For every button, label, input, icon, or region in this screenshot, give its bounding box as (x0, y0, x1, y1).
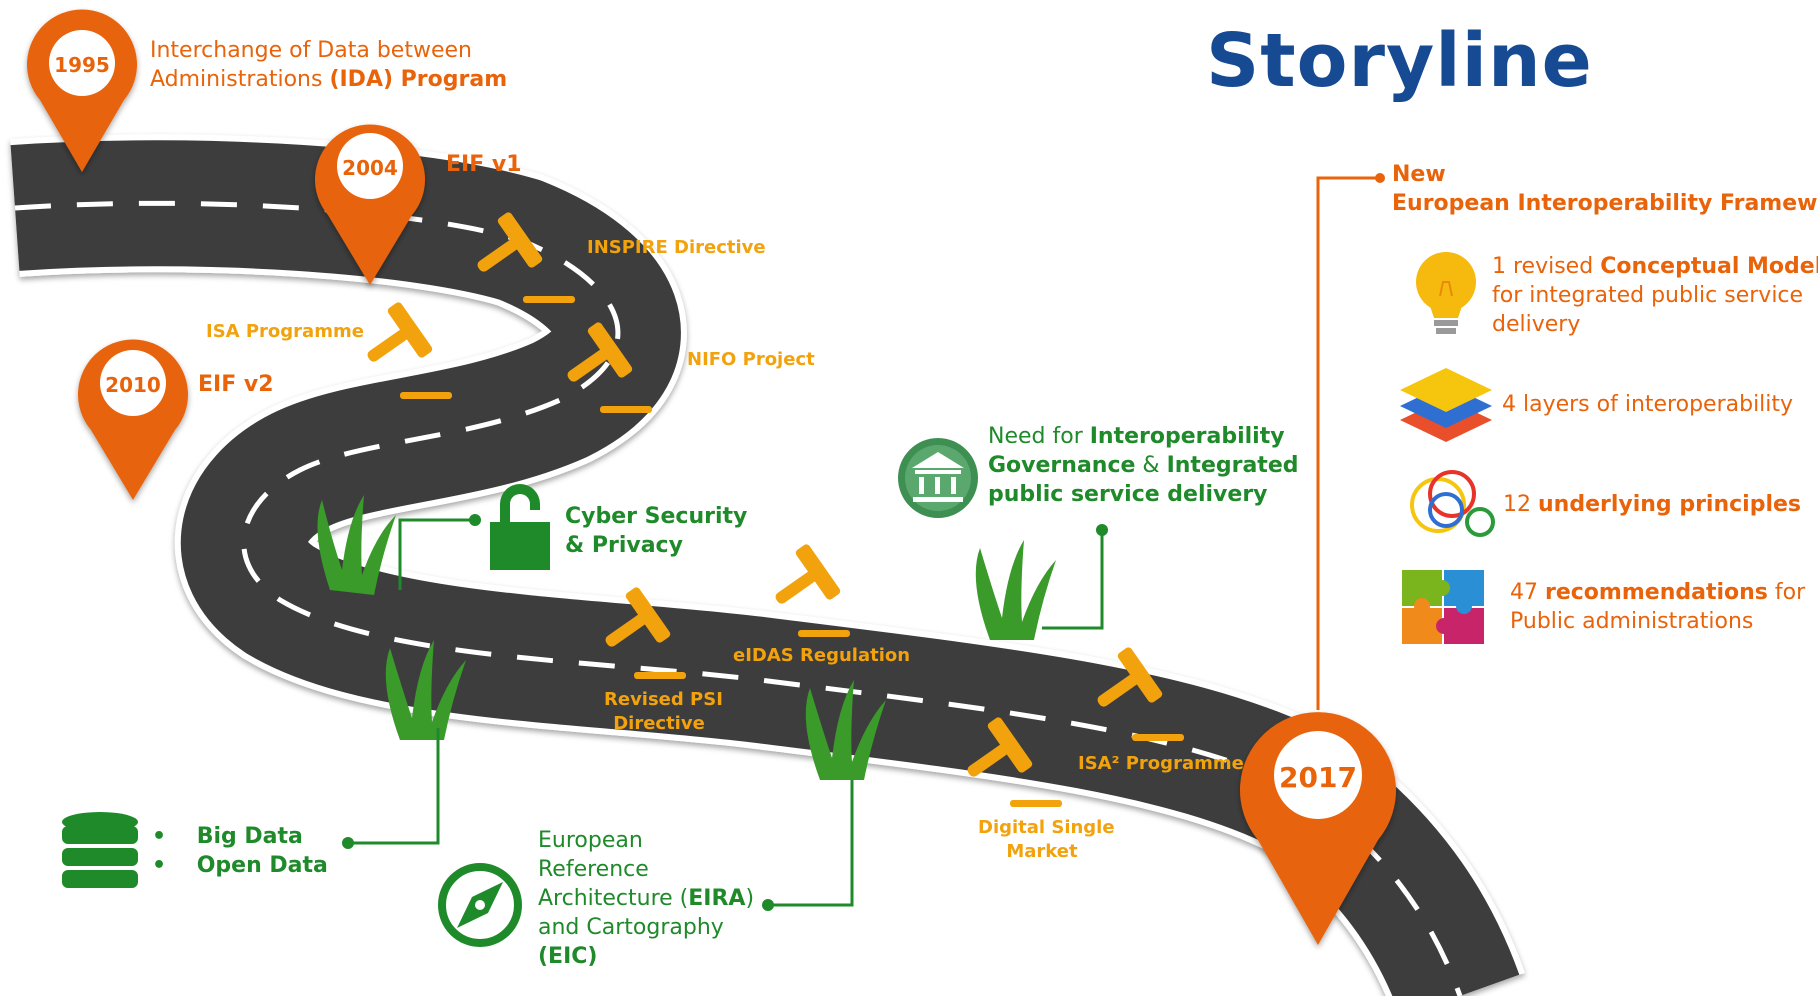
theme-governance: Need for Interoperability Governance & I… (988, 424, 1299, 508)
map-pin-1995 (27, 9, 137, 173)
lightbulb-icon (1416, 252, 1476, 334)
puzzle-icon (1402, 570, 1484, 644)
gavel-label-digital-single-market: Digital Single Market (978, 817, 1115, 862)
layers-icon (1400, 368, 1492, 442)
milestone-2004-text: EIF v1 (446, 152, 522, 177)
eif-item-conceptual-model: 1 revised Conceptual Model for integrate… (1492, 254, 1818, 338)
gavel-label-nifo: NIFO Project (687, 349, 815, 370)
milestone-2017-text: New European Interoperability Framework (1392, 162, 1818, 217)
map-pin-2010 (77, 339, 188, 500)
gavel-label-isa2: ISA² Programme (1078, 753, 1244, 774)
gavel-label-isa: ISA Programme (206, 321, 364, 342)
eif-item-principles: 12 underlying principles (1503, 492, 1802, 517)
year-label-2004: 2004 (342, 156, 398, 180)
page-title: Storyline (1206, 18, 1593, 104)
lock-icon (490, 484, 550, 570)
map-pin-2004 (315, 124, 425, 286)
theme-big-data: • Big Data • Open Data (152, 824, 328, 879)
milestone-2010-text: EIF v2 (198, 372, 274, 397)
gavel-label-inspire: INSPIRE Directive (587, 237, 766, 258)
theme-cyber-security: Cyber Security & Privacy (565, 504, 748, 559)
year-label-2010: 2010 (105, 373, 161, 397)
map-pin-2017 (1240, 712, 1397, 945)
gavel-icons (367, 212, 1184, 807)
year-label-2017: 2017 (1279, 761, 1357, 794)
eif-item-recommendations: 47 recommendations for Public administra… (1510, 580, 1806, 635)
milestone-1995-text: Interchange of Data between Administrati… (150, 38, 508, 93)
eif-connector (1316, 176, 1380, 710)
rings-icon (1410, 470, 1495, 537)
gavel-label-revised-psi: Revised PSI Directive (604, 689, 723, 734)
theme-eira: European Reference Architecture (EIRA) a… (538, 828, 755, 970)
gavel-label-eidas: eIDAS Regulation (733, 645, 911, 666)
compass-icon (438, 863, 522, 947)
year-label-1995: 1995 (54, 53, 110, 77)
government-building-icon (898, 438, 978, 518)
eif-item-layers: 4 layers of interoperability (1502, 392, 1794, 417)
grass-icons (317, 495, 1056, 780)
connector-lines (348, 518, 1104, 907)
database-icon (62, 812, 138, 888)
